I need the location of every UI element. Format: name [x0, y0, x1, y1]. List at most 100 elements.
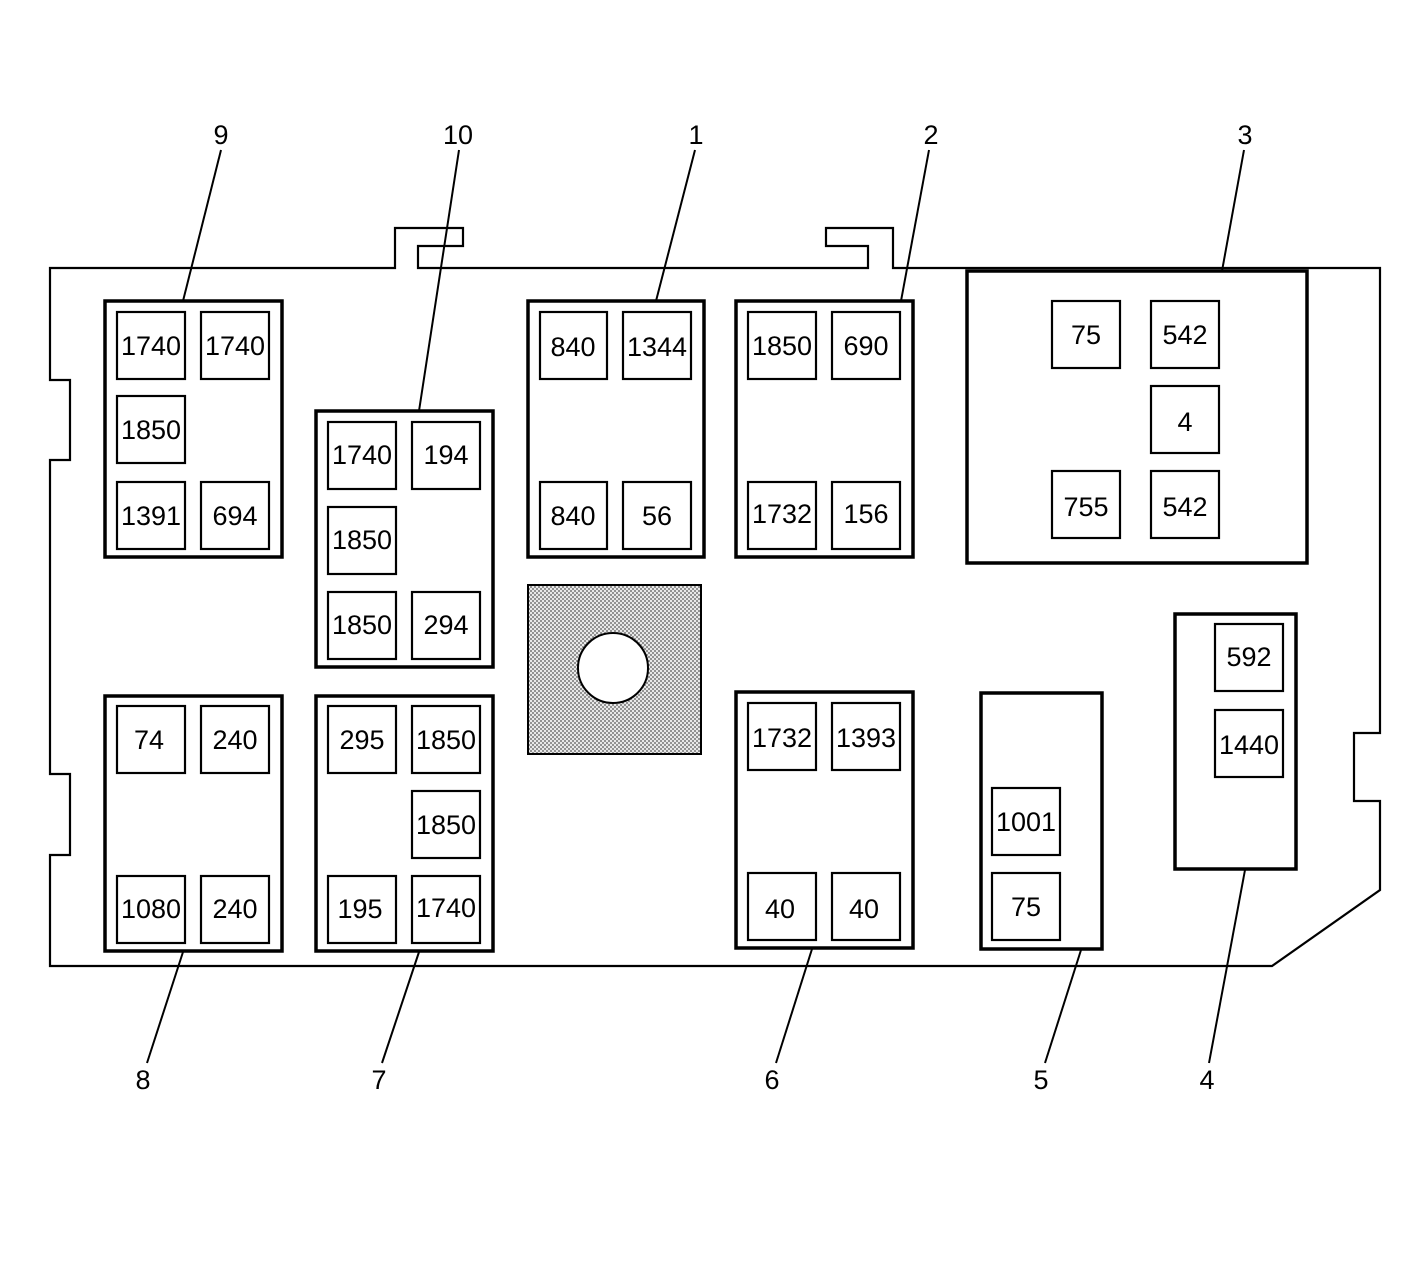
callout-1: 1 [688, 120, 703, 150]
callout-6: 6 [764, 1065, 779, 1095]
cell-label: 240 [212, 894, 257, 924]
cell-label: 1732 [752, 723, 812, 753]
cell-label: 240 [212, 725, 257, 755]
cell-label: 156 [843, 499, 888, 529]
cell: 542 [1149, 469, 1221, 540]
cell: 240 [199, 704, 271, 775]
cell: 56 [621, 480, 693, 551]
cell: 1850 [326, 505, 398, 576]
cell-label: 1740 [121, 331, 181, 361]
cell: 1393 [830, 701, 902, 772]
cell: 1850 [746, 310, 818, 381]
block-6: 1732 1393 40 40 [734, 690, 915, 950]
block-10: 1740 194 1850 1850 294 [314, 409, 495, 669]
block-7: 295 1850 1850 195 1740 [314, 694, 495, 953]
leader-4 [1208, 869, 1246, 1064]
cell: 592 [1213, 622, 1285, 693]
cell: 755 [1050, 469, 1122, 540]
leader-8 [146, 951, 184, 1064]
block-2: 1850 690 1732 156 [734, 299, 915, 559]
cell-label: 1850 [332, 610, 392, 640]
cell-label: 592 [1226, 642, 1271, 672]
leader-10 [418, 149, 460, 412]
cell-label: 56 [642, 501, 672, 531]
cell-label: 40 [849, 894, 879, 924]
cell: 40 [830, 871, 902, 942]
cell: 156 [830, 480, 902, 551]
cell: 1732 [746, 480, 818, 551]
callout-8: 8 [135, 1065, 150, 1095]
cell-label: 1732 [752, 499, 812, 529]
cell-label: 542 [1162, 320, 1207, 350]
leader-5 [1044, 949, 1082, 1064]
cell-label: 294 [423, 610, 468, 640]
cell-label: 1850 [332, 525, 392, 555]
cell-label: 1440 [1219, 730, 1279, 760]
cell: 840 [538, 480, 609, 551]
cell-label: 1740 [205, 331, 265, 361]
callout-labels: 9 10 1 2 3 8 7 6 5 4 [135, 120, 1252, 1095]
callout-2: 2 [923, 120, 938, 150]
cell: 1740 [326, 420, 398, 491]
callout-9: 9 [213, 120, 228, 150]
leader-9 [182, 149, 222, 302]
cell-label: 295 [339, 725, 384, 755]
cell-label: 542 [1162, 492, 1207, 522]
cell: 1740 [199, 310, 271, 381]
cell: 75 [1050, 299, 1122, 370]
cell: 1732 [746, 701, 818, 772]
cell: 1850 [115, 394, 187, 465]
mounting-hole [577, 632, 649, 704]
cell: 1850 [326, 590, 398, 661]
leader-2 [900, 149, 930, 302]
callout-3: 3 [1237, 120, 1252, 150]
cell-label: 1740 [416, 893, 476, 923]
cell: 1740 [115, 310, 187, 381]
cell: 194 [410, 420, 482, 491]
cell: 690 [830, 310, 902, 381]
leader-1 [655, 149, 696, 302]
leader-lines [146, 149, 1246, 1064]
callout-4: 4 [1199, 1065, 1214, 1095]
cell-label: 690 [843, 331, 888, 361]
cell: 1740 [410, 874, 482, 945]
cell-label: 1850 [416, 725, 476, 755]
cell: 1080 [115, 874, 187, 945]
cell: 294 [410, 590, 482, 661]
cell: 1440 [1213, 708, 1285, 779]
cell: 4 [1149, 384, 1221, 455]
cell-label: 40 [765, 894, 795, 924]
cell-label: 694 [212, 501, 257, 531]
leader-6 [775, 948, 813, 1064]
block-8: 74 240 1080 240 [103, 694, 284, 953]
block-5: 1001 75 [979, 691, 1104, 951]
cell: 1391 [115, 480, 187, 551]
cell-label: 1344 [627, 332, 687, 362]
cell: 1344 [621, 310, 693, 381]
cell-label: 1850 [416, 810, 476, 840]
cell-label: 75 [1071, 320, 1101, 350]
cell-label: 1740 [332, 440, 392, 470]
cell: 840 [538, 310, 609, 381]
leader-3 [1221, 149, 1245, 272]
cell: 1850 [410, 789, 482, 860]
cell-label: 74 [134, 725, 164, 755]
block-4: 592 1440 [1173, 612, 1298, 871]
cell-label: 1850 [121, 415, 181, 445]
leader-7 [381, 951, 420, 1064]
cell-label: 1393 [836, 723, 896, 753]
cell-label: 1850 [752, 331, 812, 361]
cell: 40 [746, 871, 818, 942]
cell-label: 840 [550, 332, 595, 362]
cell: 74 [115, 704, 187, 775]
block-3: 75 542 4 755 542 [965, 269, 1309, 565]
cell: 75 [990, 871, 1062, 942]
cell-label: 75 [1011, 892, 1041, 922]
callout-10: 10 [443, 120, 473, 150]
cell: 240 [199, 874, 271, 945]
block-9: 1740 1740 1850 1391 694 [103, 299, 284, 559]
cell-label: 1391 [121, 501, 181, 531]
cell: 1001 [990, 786, 1062, 857]
cell-label: 755 [1063, 492, 1108, 522]
